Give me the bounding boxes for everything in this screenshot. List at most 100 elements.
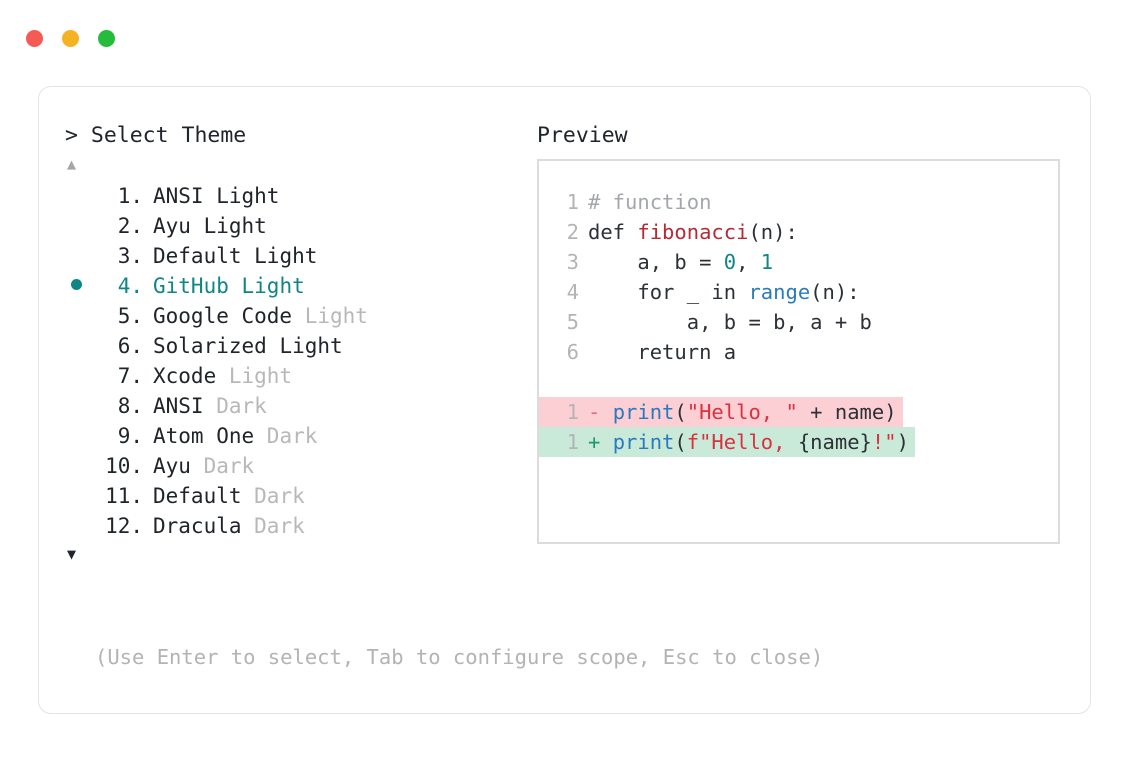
maximize-dot[interactable]: [98, 30, 115, 47]
page-title: > Select Theme: [65, 123, 247, 148]
theme-list-item[interactable]: 11. Default Dark: [65, 481, 535, 511]
line-number: 1: [566, 190, 579, 214]
code-line: 3 a, b = 0, 1: [539, 247, 1058, 277]
code-token: -: [588, 400, 613, 424]
theme-list-item[interactable]: 2. Ayu Light: [65, 211, 535, 241]
code-token: def: [588, 220, 638, 244]
code-token: range: [748, 280, 811, 304]
theme-item-name: Ayu: [153, 454, 204, 478]
code-token: ): [896, 430, 909, 454]
code-token: fibonacci: [637, 220, 749, 244]
code-text: a, b = b, a + b: [579, 307, 872, 337]
line-number: 6: [566, 340, 579, 364]
line-number: 1: [539, 427, 579, 457]
theme-item-number: 2.: [117, 214, 143, 238]
code-token: print: [612, 430, 675, 454]
code-line: 6 return a: [539, 337, 1058, 367]
theme-item-name: Default: [153, 484, 255, 508]
code-token: print: [612, 400, 675, 424]
code-token: "Hello, ": [686, 400, 798, 424]
theme-item-variant: Light: [241, 274, 305, 298]
code-token: + name): [797, 400, 897, 424]
theme-list-item[interactable]: 3.Default Light: [65, 241, 535, 271]
theme-item-name: Google Code: [153, 304, 305, 328]
code-token: a, b = b, a + b: [588, 310, 872, 334]
theme-list-item[interactable]: 6.Solarized Light: [65, 331, 535, 361]
line-number: 2: [566, 220, 579, 244]
line-number: 4: [566, 280, 579, 304]
theme-item-name: Dracula: [153, 514, 255, 538]
close-dot[interactable]: [26, 30, 43, 47]
code-token: 0: [723, 250, 737, 274]
theme-list-item[interactable]: 12. Dracula Dark: [65, 511, 535, 541]
keyboard-hint: (Use Enter to select, Tab to configure s…: [95, 645, 824, 669]
code-token: (: [674, 400, 687, 424]
theme-item-number: 5.: [117, 304, 143, 328]
minimize-dot[interactable]: [62, 30, 79, 47]
theme-item-number: 11.: [105, 484, 143, 508]
theme-item-name: Solarized: [153, 334, 280, 358]
theme-item-number: 12.: [105, 514, 143, 538]
theme-item-variant: Dark: [254, 484, 305, 508]
code-token: (: [674, 430, 687, 454]
theme-item-variant: Light: [203, 214, 267, 238]
scroll-down-arrow-icon[interactable]: ▼: [67, 545, 77, 563]
theme-item-number: 1.: [117, 184, 143, 208]
selected-bullet-icon: [71, 279, 82, 290]
code-token: (n):: [748, 220, 798, 244]
window-traffic-lights: [26, 30, 115, 47]
code-text: - print("Hello, " + name): [579, 397, 903, 427]
preview-heading: Preview: [537, 123, 628, 148]
theme-item-variant: Light: [304, 304, 368, 328]
theme-item-variant: Dark: [254, 514, 305, 538]
theme-selector-pane: > Select Theme ▲ 1.ANSI Light 2. Ayu Light…: [65, 121, 535, 567]
theme-item-variant: Light: [254, 244, 318, 268]
theme-item-name: GitHub: [153, 274, 242, 298]
theme-item-number: 4.: [117, 274, 143, 298]
diff-block: 1- print("Hello, " + name)1+ print(f"Hel…: [539, 397, 1058, 457]
theme-item-variant: Light: [228, 364, 293, 388]
code-text: def fibonacci(n):: [579, 217, 798, 247]
theme-item-name: Atom One: [153, 424, 267, 448]
code-text: for _ in range(n):: [579, 277, 860, 307]
theme-item-variant: Dark: [266, 424, 318, 448]
theme-list-item[interactable]: 4. GitHub Light: [65, 271, 535, 301]
code-token: {name}: [797, 430, 872, 454]
code-token: # function: [588, 190, 712, 214]
theme-item-number: 10.: [105, 454, 143, 478]
theme-item-number: 9.: [117, 424, 143, 448]
theme-list-item[interactable]: 1.ANSI Light: [65, 181, 535, 211]
theme-item-name: Ayu: [153, 214, 204, 238]
theme-list-item[interactable]: 5. Google Code Light: [65, 301, 535, 331]
code-token: for _ in: [588, 280, 749, 304]
theme-item-number: 8.: [117, 394, 143, 418]
theme-item-name: Default: [153, 244, 255, 268]
code-token: !": [871, 430, 897, 454]
theme-list-item[interactable]: 9. Atom One Dark: [65, 421, 535, 451]
line-number: 5: [566, 310, 579, 334]
theme-list-item[interactable]: 7.Xcode Light: [65, 361, 535, 391]
theme-item-variant: Light: [216, 184, 280, 208]
line-number: 1: [539, 397, 579, 427]
scroll-up-arrow-icon[interactable]: ▲: [67, 155, 77, 173]
theme-list-item[interactable]: 8.ANSI Dark: [65, 391, 535, 421]
diff-line: 1- print("Hello, " + name): [539, 397, 1058, 427]
code-token: f"Hello,: [686, 430, 798, 454]
theme-list-item[interactable]: 10.Ayu Dark: [65, 451, 535, 481]
code-token: 1: [760, 250, 774, 274]
line-number: 3: [566, 250, 579, 274]
code-text: # function: [579, 187, 711, 217]
theme-item-number: 6.: [117, 334, 143, 358]
code-line: 1 # function: [539, 187, 1058, 217]
code-token: (n):: [810, 280, 860, 304]
code-line: 4 for _ in range(n):: [539, 277, 1058, 307]
code-spacer: [539, 367, 1058, 397]
theme-item-name: Xcode: [153, 364, 229, 388]
code-token: return a: [588, 340, 737, 364]
theme-picker-card: > Select Theme ▲ 1.ANSI Light 2. Ayu Light…: [38, 86, 1091, 714]
